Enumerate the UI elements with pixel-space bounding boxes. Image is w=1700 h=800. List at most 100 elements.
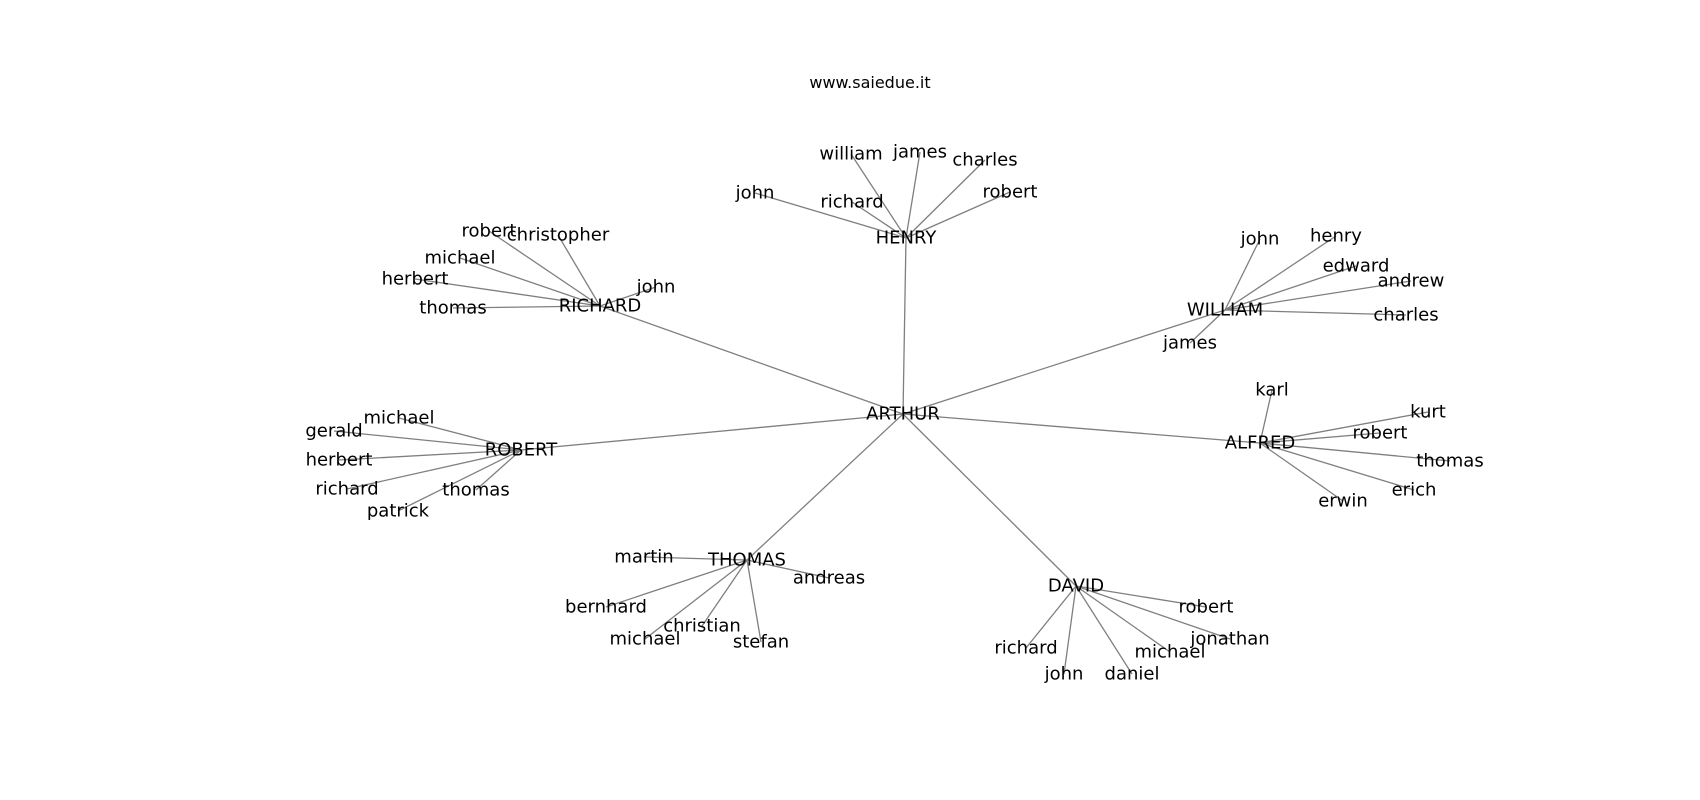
edge-root-robert xyxy=(520,413,904,451)
edge-robert-patrick xyxy=(397,449,522,512)
leaf-node-william-henry: henry xyxy=(1310,226,1362,247)
group-node-william: WILLIAM xyxy=(1187,300,1263,321)
edge-alfred-karl xyxy=(1259,389,1273,444)
leaf-node-henry-james: james xyxy=(892,142,947,163)
leaf-node-robert-richard: richard xyxy=(315,479,378,500)
edge-david-robert xyxy=(1075,585,1207,608)
leaf-node-richard-michael: michael xyxy=(425,248,496,269)
edge-alfred-thomas xyxy=(1259,442,1451,462)
leaf-node-alfred-robert: robert xyxy=(1353,423,1408,444)
site-title: www.saiedue.it xyxy=(809,73,930,92)
edge-william-john xyxy=(1224,238,1261,311)
leaf-node-thomas-bernhard: bernhard xyxy=(565,597,647,618)
edge-richard-herbert xyxy=(414,278,601,307)
group-node-robert: ROBERT xyxy=(485,440,559,461)
leaf-node-david-michael: michael xyxy=(1135,642,1206,663)
leaf-node-alfred-thomas: thomas xyxy=(1416,451,1483,472)
edge-thomas-michael xyxy=(644,559,748,640)
edge-robert-richard xyxy=(346,449,522,490)
edge-william-henry xyxy=(1224,235,1337,311)
edge-thomas-christian xyxy=(701,559,748,627)
edge-alfred-erich xyxy=(1259,442,1415,491)
edge-root-william xyxy=(902,309,1226,415)
root-node-label: ARTHUR xyxy=(866,404,940,425)
edge-thomas-andreas xyxy=(746,559,830,579)
leaf-node-henry-charles: charles xyxy=(952,150,1017,171)
edge-root-henry xyxy=(902,237,907,415)
edge-william-charles xyxy=(1224,309,1407,316)
leaf-node-robert-thomas: thomas xyxy=(442,480,509,501)
edge-richard-michael xyxy=(459,257,601,307)
leaf-node-richard-christopher: christopher xyxy=(507,225,610,246)
leaf-node-david-jonathan: jonathan xyxy=(1189,629,1269,650)
edge-richard-thomas xyxy=(452,305,601,309)
edge-william-edward xyxy=(1224,265,1357,311)
group-node-henry: HENRY xyxy=(876,228,938,249)
edge-henry-robert xyxy=(905,191,1011,239)
leaf-node-thomas-michael: michael xyxy=(610,629,681,650)
edge-henry-james xyxy=(905,151,921,239)
group-node-david: DAVID xyxy=(1048,576,1104,597)
edge-david-john xyxy=(1063,585,1077,675)
leaf-node-david-richard: richard xyxy=(994,638,1057,659)
leaf-node-robert-herbert: herbert xyxy=(306,450,373,471)
leaf-node-william-john: john xyxy=(1240,229,1280,250)
edge-alfred-kurt xyxy=(1259,411,1429,444)
edge-thomas-martin xyxy=(643,556,748,561)
leaf-node-richard-robert: robert xyxy=(462,221,517,242)
edge-thomas-stefan xyxy=(746,559,762,643)
leaf-node-william-charles: charles xyxy=(1373,305,1438,326)
edge-root-richard xyxy=(599,305,904,415)
leaf-node-thomas-christian: christian xyxy=(663,616,741,637)
leaf-node-henry-william: william xyxy=(819,144,882,165)
edge-david-michael xyxy=(1075,585,1171,653)
leaf-node-alfred-karl: karl xyxy=(1255,380,1289,401)
leaf-node-alfred-erich: erich xyxy=(1392,480,1437,501)
leaf-node-david-john: john xyxy=(1044,664,1084,685)
edge-henry-john xyxy=(754,192,907,239)
edge-henry-william xyxy=(850,153,907,239)
edge-robert-michael xyxy=(398,417,522,451)
edge-richard-christopher xyxy=(557,234,601,307)
leaf-node-henry-john: john xyxy=(735,183,775,204)
edge-alfred-erwin xyxy=(1259,442,1344,502)
leaf-node-thomas-martin: martin xyxy=(614,547,673,568)
edge-david-jonathan xyxy=(1075,585,1231,640)
edge-henry-charles xyxy=(905,159,986,239)
edges xyxy=(333,151,1451,675)
leaf-node-robert-gerald: gerald xyxy=(305,421,362,442)
edge-root-david xyxy=(902,413,1077,587)
leaf-node-henry-robert: robert xyxy=(983,182,1038,203)
leaf-node-david-robert: robert xyxy=(1179,597,1234,618)
edge-william-andrew xyxy=(1224,280,1412,311)
group-node-richard: RICHARD xyxy=(559,296,642,317)
leaf-node-alfred-kurt: kurt xyxy=(1410,402,1446,423)
leaf-node-david-daniel: daniel xyxy=(1105,664,1160,685)
group-node-thomas: THOMAS xyxy=(707,550,786,571)
edge-robert-herbert xyxy=(338,449,522,461)
leaf-node-william-james: james xyxy=(1162,333,1217,354)
leaf-node-william-andrew: andrew xyxy=(1378,271,1445,292)
group-node-alfred: ALFRED xyxy=(1225,433,1295,454)
edge-william-james xyxy=(1189,309,1226,344)
leaf-node-thomas-andreas: andreas xyxy=(793,568,865,589)
edge-robert-gerald xyxy=(333,430,522,451)
leaf-node-william-edward: edward xyxy=(1323,256,1390,277)
leaf-node-henry-richard: richard xyxy=(820,192,883,213)
edge-alfred-robert xyxy=(1259,432,1381,444)
edge-david-richard xyxy=(1025,585,1077,649)
edge-richard-robert xyxy=(488,230,601,307)
leaf-node-alfred-erwin: erwin xyxy=(1318,491,1368,512)
edge-david-daniel xyxy=(1075,585,1133,675)
edge-root-thomas xyxy=(746,413,904,561)
edge-robert-thomas xyxy=(475,449,522,491)
leaf-node-robert-michael: michael xyxy=(364,408,435,429)
edge-thomas-bernhard xyxy=(605,559,748,608)
leaf-node-thomas-stefan: stefan xyxy=(733,632,789,653)
leaf-node-richard-john: john xyxy=(636,277,676,298)
edge-root-alfred xyxy=(902,413,1261,444)
edge-richard-john xyxy=(599,286,657,307)
leaf-node-richard-thomas: thomas xyxy=(419,298,486,319)
